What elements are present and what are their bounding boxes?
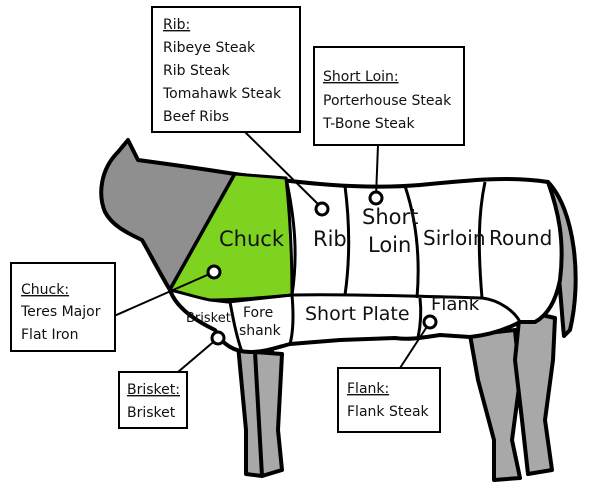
- label-brisket: Brisket: [186, 311, 231, 326]
- label-flank: Flank: [431, 294, 480, 315]
- callout-rib-title: Rib:: [163, 17, 190, 33]
- callout-brisket: Brisket: Brisket: [118, 371, 188, 429]
- callout-flank-item: Flank Steak: [347, 404, 430, 420]
- label-short-loin-line1: Short: [362, 205, 418, 229]
- callout-short-loin: Short Loin: Porterhouse Steak T-Bone Ste…: [313, 46, 465, 146]
- label-rib: Rib: [313, 227, 347, 251]
- brisket-dot: [210, 330, 226, 346]
- label-chuck: Chuck: [219, 227, 285, 251]
- label-short-loin-line2: Loin: [368, 233, 411, 257]
- rear-right-leg: [513, 308, 557, 476]
- callout-short-loin-title: Short Loin:: [323, 69, 399, 85]
- cut-division-lines: [209, 177, 522, 353]
- callout-chuck-item: Flat Iron: [21, 327, 78, 343]
- label-foreshank-line1: Fore: [243, 305, 273, 321]
- callout-rib-item: Tomahawk Steak: [162, 86, 282, 102]
- callout-rib-item: Rib Steak: [163, 63, 231, 79]
- callout-chuck-title: Chuck:: [21, 282, 69, 298]
- callout-flank: Flank: Flank Steak: [337, 367, 441, 433]
- rear-left-leg: [468, 328, 522, 482]
- flank-dot: [422, 314, 438, 330]
- callout-dots: [206, 190, 438, 346]
- label-round: Round: [489, 226, 552, 250]
- front-right-leg: [253, 350, 284, 478]
- callout-short-loin-item: T-Bone Steak: [322, 116, 415, 132]
- callout-short-loin-item: Porterhouse Steak: [323, 93, 452, 109]
- label-sirloin: Sirloin: [423, 226, 486, 250]
- chuck-dot: [206, 264, 222, 280]
- callout-rib: Rib: Ribeye Steak Rib Steak Tomahawk Ste…: [151, 6, 301, 133]
- callout-brisket-title: Brisket:: [127, 382, 180, 398]
- short-loin-dot: [368, 190, 384, 206]
- callout-connectors: [104, 131, 431, 373]
- callout-rib-item: Ribeye Steak: [163, 40, 256, 56]
- rib-dot: [314, 201, 330, 217]
- callout-rib-item: Beef Ribs: [163, 109, 229, 125]
- cow-head: [99, 138, 237, 292]
- label-foreshank-line2: shank: [239, 323, 282, 339]
- callout-chuck: Chuck: Teres Major Flat Iron: [10, 262, 116, 352]
- callout-flank-title: Flank:: [347, 381, 389, 397]
- label-short-plate: Short Plate: [305, 303, 410, 325]
- callout-brisket-item: Brisket: [127, 405, 176, 421]
- callout-chuck-item: Teres Major: [20, 304, 101, 320]
